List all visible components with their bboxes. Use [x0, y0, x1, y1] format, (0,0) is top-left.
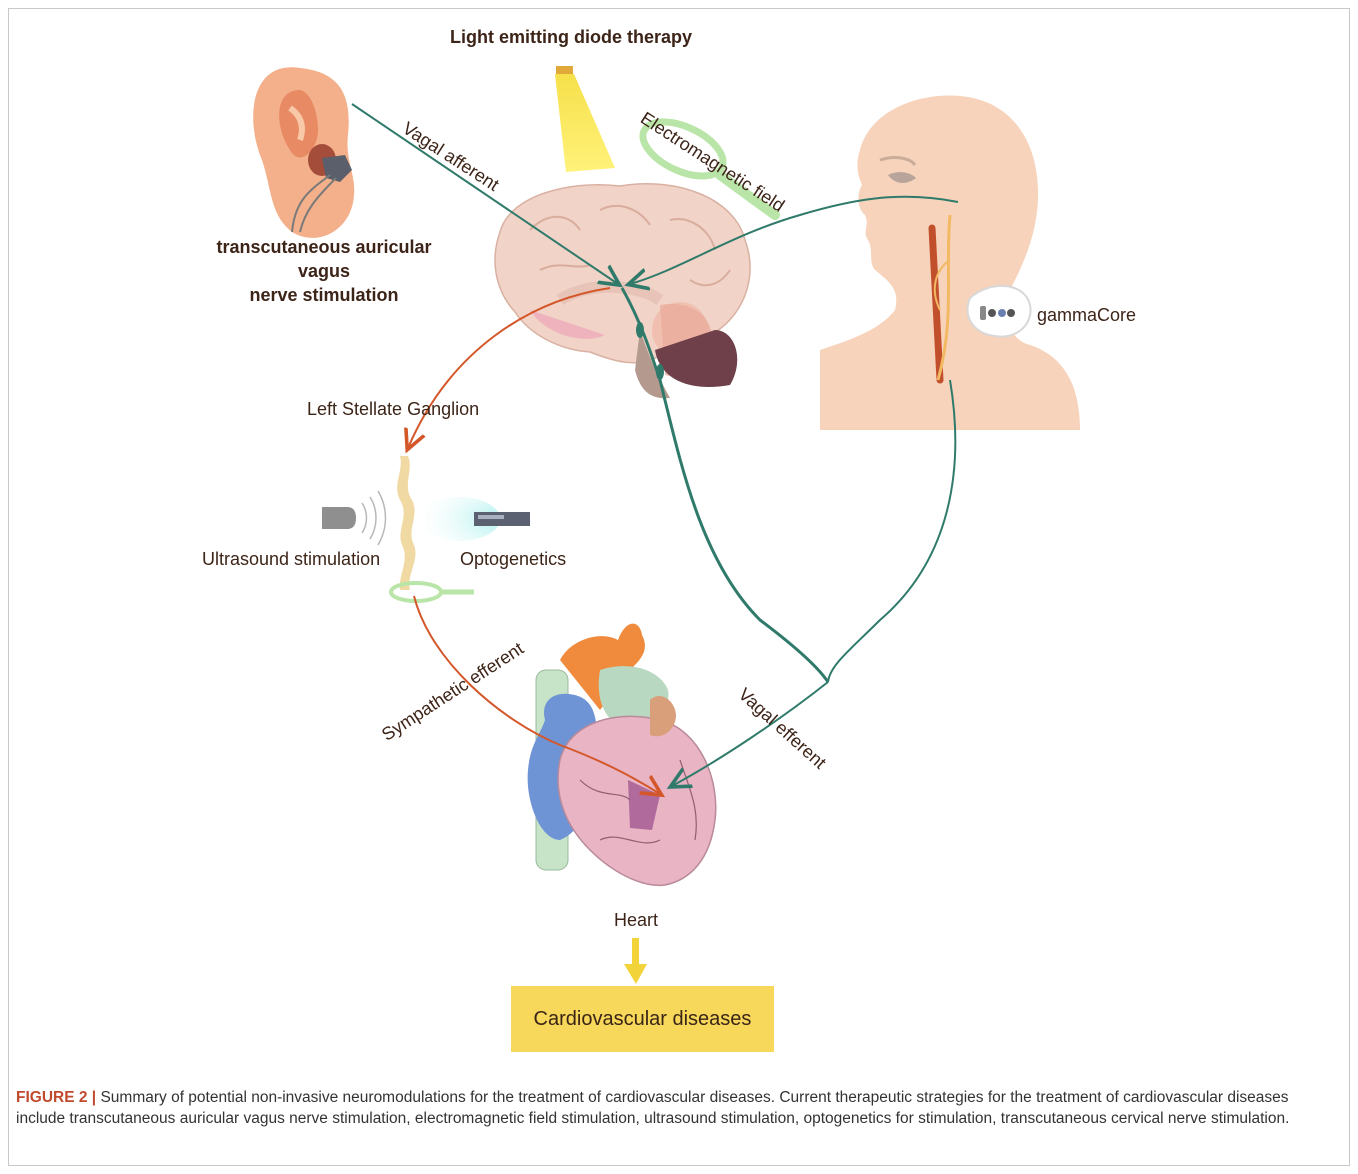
- led-therapy-label: Light emitting diode therapy: [450, 27, 692, 49]
- taVNS-label-line-2: vagus: [214, 259, 434, 283]
- gammacore-device: [968, 286, 1031, 337]
- vagal-ganglion-2: [656, 364, 664, 380]
- stellate-ganglion: [397, 456, 415, 590]
- diagram-canvas: [0, 0, 1358, 1080]
- heart-label: Heart: [614, 910, 658, 932]
- ultrasound-device: [322, 491, 386, 545]
- led-lamp: [555, 66, 615, 172]
- taVNS-label-line-3: nerve stimulation: [214, 283, 434, 307]
- cardiovascular-diseases-box: Cardiovascular diseases: [511, 986, 774, 1052]
- caption-text: Summary of potential non-invasive neurom…: [16, 1089, 1289, 1127]
- heart-illustration: [528, 624, 716, 886]
- left-stellate-ganglion-label: Left Stellate Ganglion: [307, 399, 479, 421]
- taVNS-label-line-1: transcutaneous auricular: [214, 235, 434, 259]
- figure-number: FIGURE 2 |: [16, 1089, 96, 1106]
- heart-to-cvd-arrow: [624, 938, 647, 984]
- taVNS-label: transcutaneous auricular vagus nerve sti…: [214, 235, 434, 307]
- gammacore-label: gammaCore: [1037, 305, 1136, 327]
- head-illustration: [820, 95, 1080, 430]
- ear-illustration: [253, 67, 354, 238]
- optogenetics-device: [420, 497, 530, 541]
- vagal-ganglion-1: [636, 322, 644, 338]
- ultrasound-stimulation-label: Ultrasound stimulation: [202, 549, 380, 571]
- optogenetics-label: Optogenetics: [460, 549, 566, 571]
- figure-caption: FIGURE 2 | Summary of potential non-inva…: [16, 1087, 1338, 1129]
- cardiovascular-diseases-label: Cardiovascular diseases: [534, 1008, 752, 1031]
- ganglion-coil: [391, 583, 474, 601]
